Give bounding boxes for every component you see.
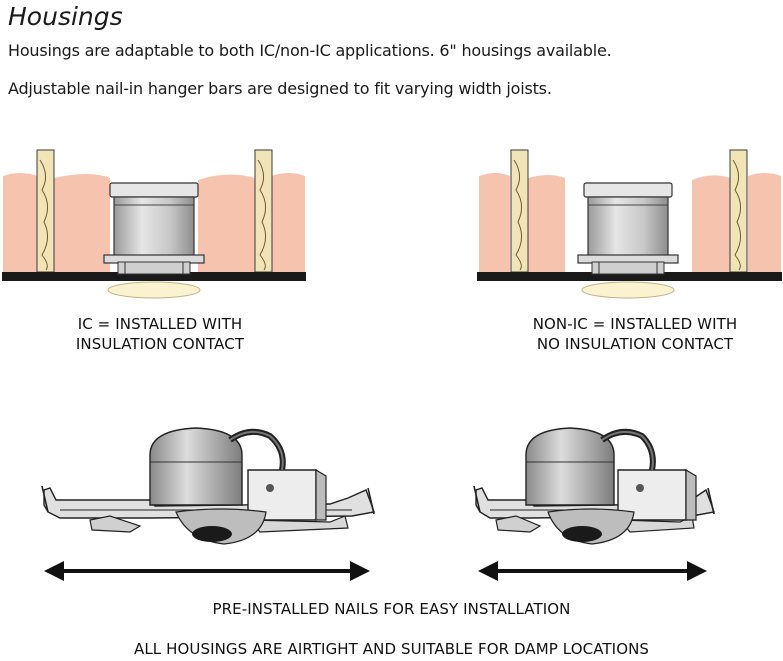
non-ic-housing-can [577, 182, 679, 275]
non-ic-insulation-middle [528, 175, 565, 272]
page-title: Housings [8, 2, 123, 31]
non-ic-joist-right [729, 149, 748, 273]
ic-joist-right [254, 149, 273, 273]
can-right-fixture [525, 427, 615, 506]
ic-insulation-middle [54, 174, 110, 272]
non-ic-caption-line-2: NO INSULATION CONTACT [536, 335, 734, 353]
nail-left-fixture-a [41, 485, 49, 513]
ic-caption-line-2: INSULATION CONTACT [75, 335, 245, 353]
non-ic-insulation-right [748, 173, 781, 272]
width-arrow-narrow [478, 561, 707, 581]
non-ic-caption-line-1: NON-IC = INSTALLED WITH [532, 315, 738, 333]
non-ic-trim [581, 281, 675, 299]
non-ic-ceiling [477, 272, 782, 281]
non-ic-joist-left [510, 149, 529, 273]
can-left-fixture [149, 427, 243, 506]
paragraph-hanger-bars: Adjustable nail-in hanger bars are desig… [8, 79, 552, 98]
nail-left-fixture-b [367, 487, 375, 515]
non-ic-installation-diagram [477, 149, 782, 299]
ic-trim [107, 281, 201, 299]
ic-caption: IC = INSTALLED WITH INSULATION CONTACT [40, 314, 280, 354]
nail-right-fixture-a [473, 485, 481, 513]
ic-insulation-middle-right [198, 174, 255, 272]
non-ic-insulation-left [479, 173, 510, 272]
width-arrow-wide [44, 561, 370, 581]
fixture-narrow-hanger [473, 427, 715, 545]
paragraph-ic-non-ic: Housings are adaptable to both IC/non-IC… [8, 41, 612, 60]
note-pre-installed-nails: PRE-INSTALLED NAILS FOR EASY INSTALLATIO… [212, 600, 571, 618]
ic-ceiling [2, 272, 306, 281]
ic-insulation-right [271, 173, 305, 272]
nail-right-fixture-b [707, 487, 715, 515]
ic-housing-can [103, 182, 205, 275]
fixture-wide-hanger [41, 427, 375, 545]
ic-installation-diagram [2, 149, 306, 299]
non-ic-insulation-middle-right [692, 175, 730, 272]
non-ic-caption: NON-IC = INSTALLED WITH NO INSULATION CO… [500, 314, 770, 354]
ic-insulation-left [3, 173, 38, 272]
note-airtight-damp: ALL HOUSINGS ARE AIRTIGHT AND SUITABLE F… [133, 640, 650, 658]
ic-joist-left [36, 149, 55, 273]
ic-caption-line-1: IC = INSTALLED WITH [77, 315, 243, 333]
